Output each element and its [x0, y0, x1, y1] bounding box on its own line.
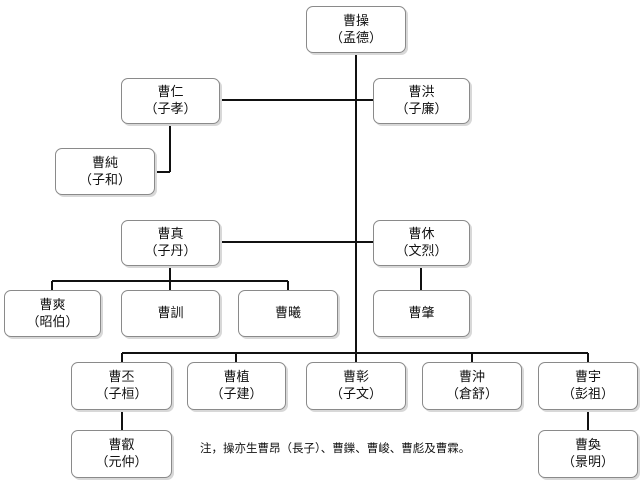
node-cao-huan: 曹奐 （景明）: [538, 430, 638, 478]
node-name: 曹植: [223, 370, 250, 385]
node-courtesy-name: （子孝）: [144, 102, 197, 117]
node-courtesy-name: （倉舒）: [445, 387, 498, 402]
node-name: 曹叡: [108, 438, 135, 453]
node-name: 曹操: [342, 13, 369, 29]
node-name: 曹爽: [39, 297, 66, 313]
node-cao-yu: 曹宇 （彭祖）: [538, 362, 638, 410]
node-cao-cao: 曹操 （孟德）: [306, 6, 406, 53]
node-cao-shuang: 曹爽 （昭伯）: [4, 290, 101, 337]
node-cao-xi: 曹曦: [238, 290, 338, 337]
node-cao-pi: 曹丕 （子桓）: [71, 362, 172, 410]
node-courtesy-name: （子桓）: [95, 387, 148, 402]
node-courtesy-name: （子和）: [78, 172, 131, 188]
footnote: 注，操亦生曹昂（長子）、曹鑠、曹峻、曹彪及曹霖。: [200, 441, 471, 455]
node-cao-hong: 曹洪 （子廉）: [373, 78, 470, 124]
node-courtesy-name: （昭伯）: [26, 314, 79, 330]
node-cao-zhi: 曹植 （子建）: [187, 362, 286, 410]
node-name: 曹純: [91, 155, 118, 171]
node-cao-chun: 曹純 （子和）: [55, 148, 155, 195]
node-courtesy-name: （子廉）: [395, 102, 448, 117]
node-name: 曹真: [157, 227, 184, 242]
node-name: 曹訓: [157, 306, 184, 321]
node-courtesy-name: （子文）: [329, 387, 382, 402]
node-courtesy-name: （文烈）: [395, 244, 448, 259]
node-cao-zhao: 曹肇: [373, 290, 470, 337]
node-cao-rui: 曹叡 （元仲）: [71, 430, 172, 478]
node-cao-xiu: 曹休 （文烈）: [373, 220, 470, 266]
node-name: 曹曦: [274, 306, 301, 321]
node-name: 曹洪: [408, 85, 435, 100]
node-name: 曹沖: [458, 370, 485, 385]
node-name: 曹仁: [157, 85, 184, 100]
node-name: 曹丕: [108, 370, 135, 385]
node-name: 曹彰: [342, 370, 369, 385]
node-name: 曹宇: [574, 370, 601, 385]
node-cao-zhen: 曹真 （子丹）: [121, 220, 220, 266]
node-cao-zhang: 曹彰 （子文）: [306, 362, 406, 410]
node-name: 曹奐: [574, 438, 601, 453]
node-cao-ren: 曹仁 （子孝）: [121, 78, 220, 124]
node-courtesy-name: （孟德）: [329, 30, 382, 46]
node-courtesy-name: （子丹）: [144, 244, 197, 259]
node-courtesy-name: （元仲）: [95, 455, 148, 470]
node-name: 曹休: [408, 227, 435, 242]
node-cao-chong: 曹沖 （倉舒）: [422, 362, 522, 410]
node-courtesy-name: （子建）: [210, 387, 263, 402]
node-courtesy-name: （景明）: [561, 455, 614, 470]
node-name: 曹肇: [408, 306, 435, 321]
node-cao-xun: 曹訓: [121, 290, 220, 337]
node-courtesy-name: （彭祖）: [561, 387, 614, 402]
